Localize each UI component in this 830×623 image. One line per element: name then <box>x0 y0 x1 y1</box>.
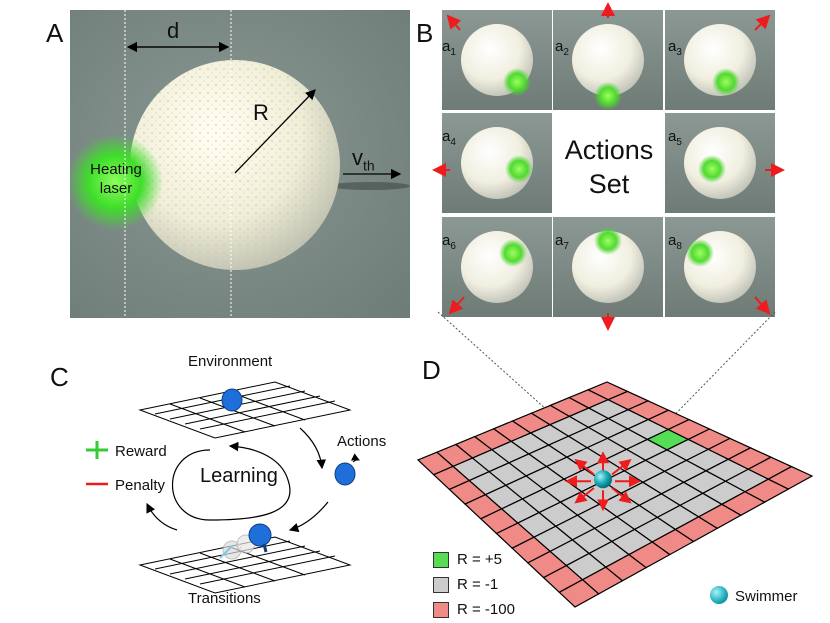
action-arrow <box>754 14 771 31</box>
environment-label: Environment <box>188 353 273 370</box>
action-tile <box>432 113 552 213</box>
legend-swatch <box>433 576 449 593</box>
reward-label: Reward <box>115 443 167 460</box>
grid-cell <box>558 579 600 608</box>
swimmer-legend-icon <box>710 586 728 604</box>
action-tile <box>665 10 775 110</box>
action-tile <box>665 217 775 317</box>
radius-label: R <box>253 100 269 125</box>
action-arrow <box>448 296 465 315</box>
swimmer-action-arrow <box>574 459 595 476</box>
panel-d-gridworld <box>416 381 814 608</box>
legend-swatch <box>433 551 449 568</box>
action-label: a8 <box>668 232 682 252</box>
panel-a-image <box>70 10 410 318</box>
legend-label: R = +5 <box>457 551 503 568</box>
panel-b-actions-grid <box>432 2 785 331</box>
swimmer-label: Swimmer <box>735 588 798 605</box>
action-tile <box>553 2 663 110</box>
action-tile <box>665 113 785 213</box>
swimmer-action-arrow <box>611 459 632 476</box>
action-arrow <box>754 296 771 315</box>
action-label: a4 <box>442 128 456 148</box>
action-label: a5 <box>668 128 682 148</box>
velocity-label: vth <box>352 145 375 174</box>
action-label: a1 <box>442 38 456 58</box>
legend: R = +5 R = -1 R = -100 <box>433 547 515 622</box>
legend-label: R = -1 <box>457 576 499 593</box>
action-label: a3 <box>668 38 682 58</box>
panel-label-c: C <box>50 362 69 392</box>
action-arrow <box>446 14 462 31</box>
swimmer-action-arrow <box>574 487 595 504</box>
transitions-label: Transitions <box>188 590 261 607</box>
action-label: a7 <box>555 232 569 252</box>
legend-row: R = -1 <box>433 572 515 597</box>
panel-label-d: D <box>422 355 441 385</box>
penalty-label: Penalty <box>115 477 166 494</box>
action-tile <box>553 217 663 331</box>
panel-label-b: B <box>416 18 434 48</box>
swimmer-action-arrow <box>611 487 632 504</box>
learning-label: Learning <box>200 465 278 487</box>
panel-c-diagram <box>86 381 360 594</box>
legend-row: R = +5 <box>433 547 515 572</box>
environment-grid <box>138 381 352 439</box>
legend-row: R = -100 <box>433 597 515 622</box>
action-label: a2 <box>555 38 569 58</box>
d-label: d <box>167 18 180 43</box>
legend-label: R = -100 <box>457 601 515 618</box>
panel-label-a: A <box>46 18 64 48</box>
legend-swatch <box>433 601 449 618</box>
action-label: a6 <box>442 232 456 252</box>
swimmer <box>594 470 612 489</box>
actions-label: Actions <box>337 433 387 450</box>
action-tile <box>442 10 552 110</box>
action-tile <box>442 217 552 317</box>
